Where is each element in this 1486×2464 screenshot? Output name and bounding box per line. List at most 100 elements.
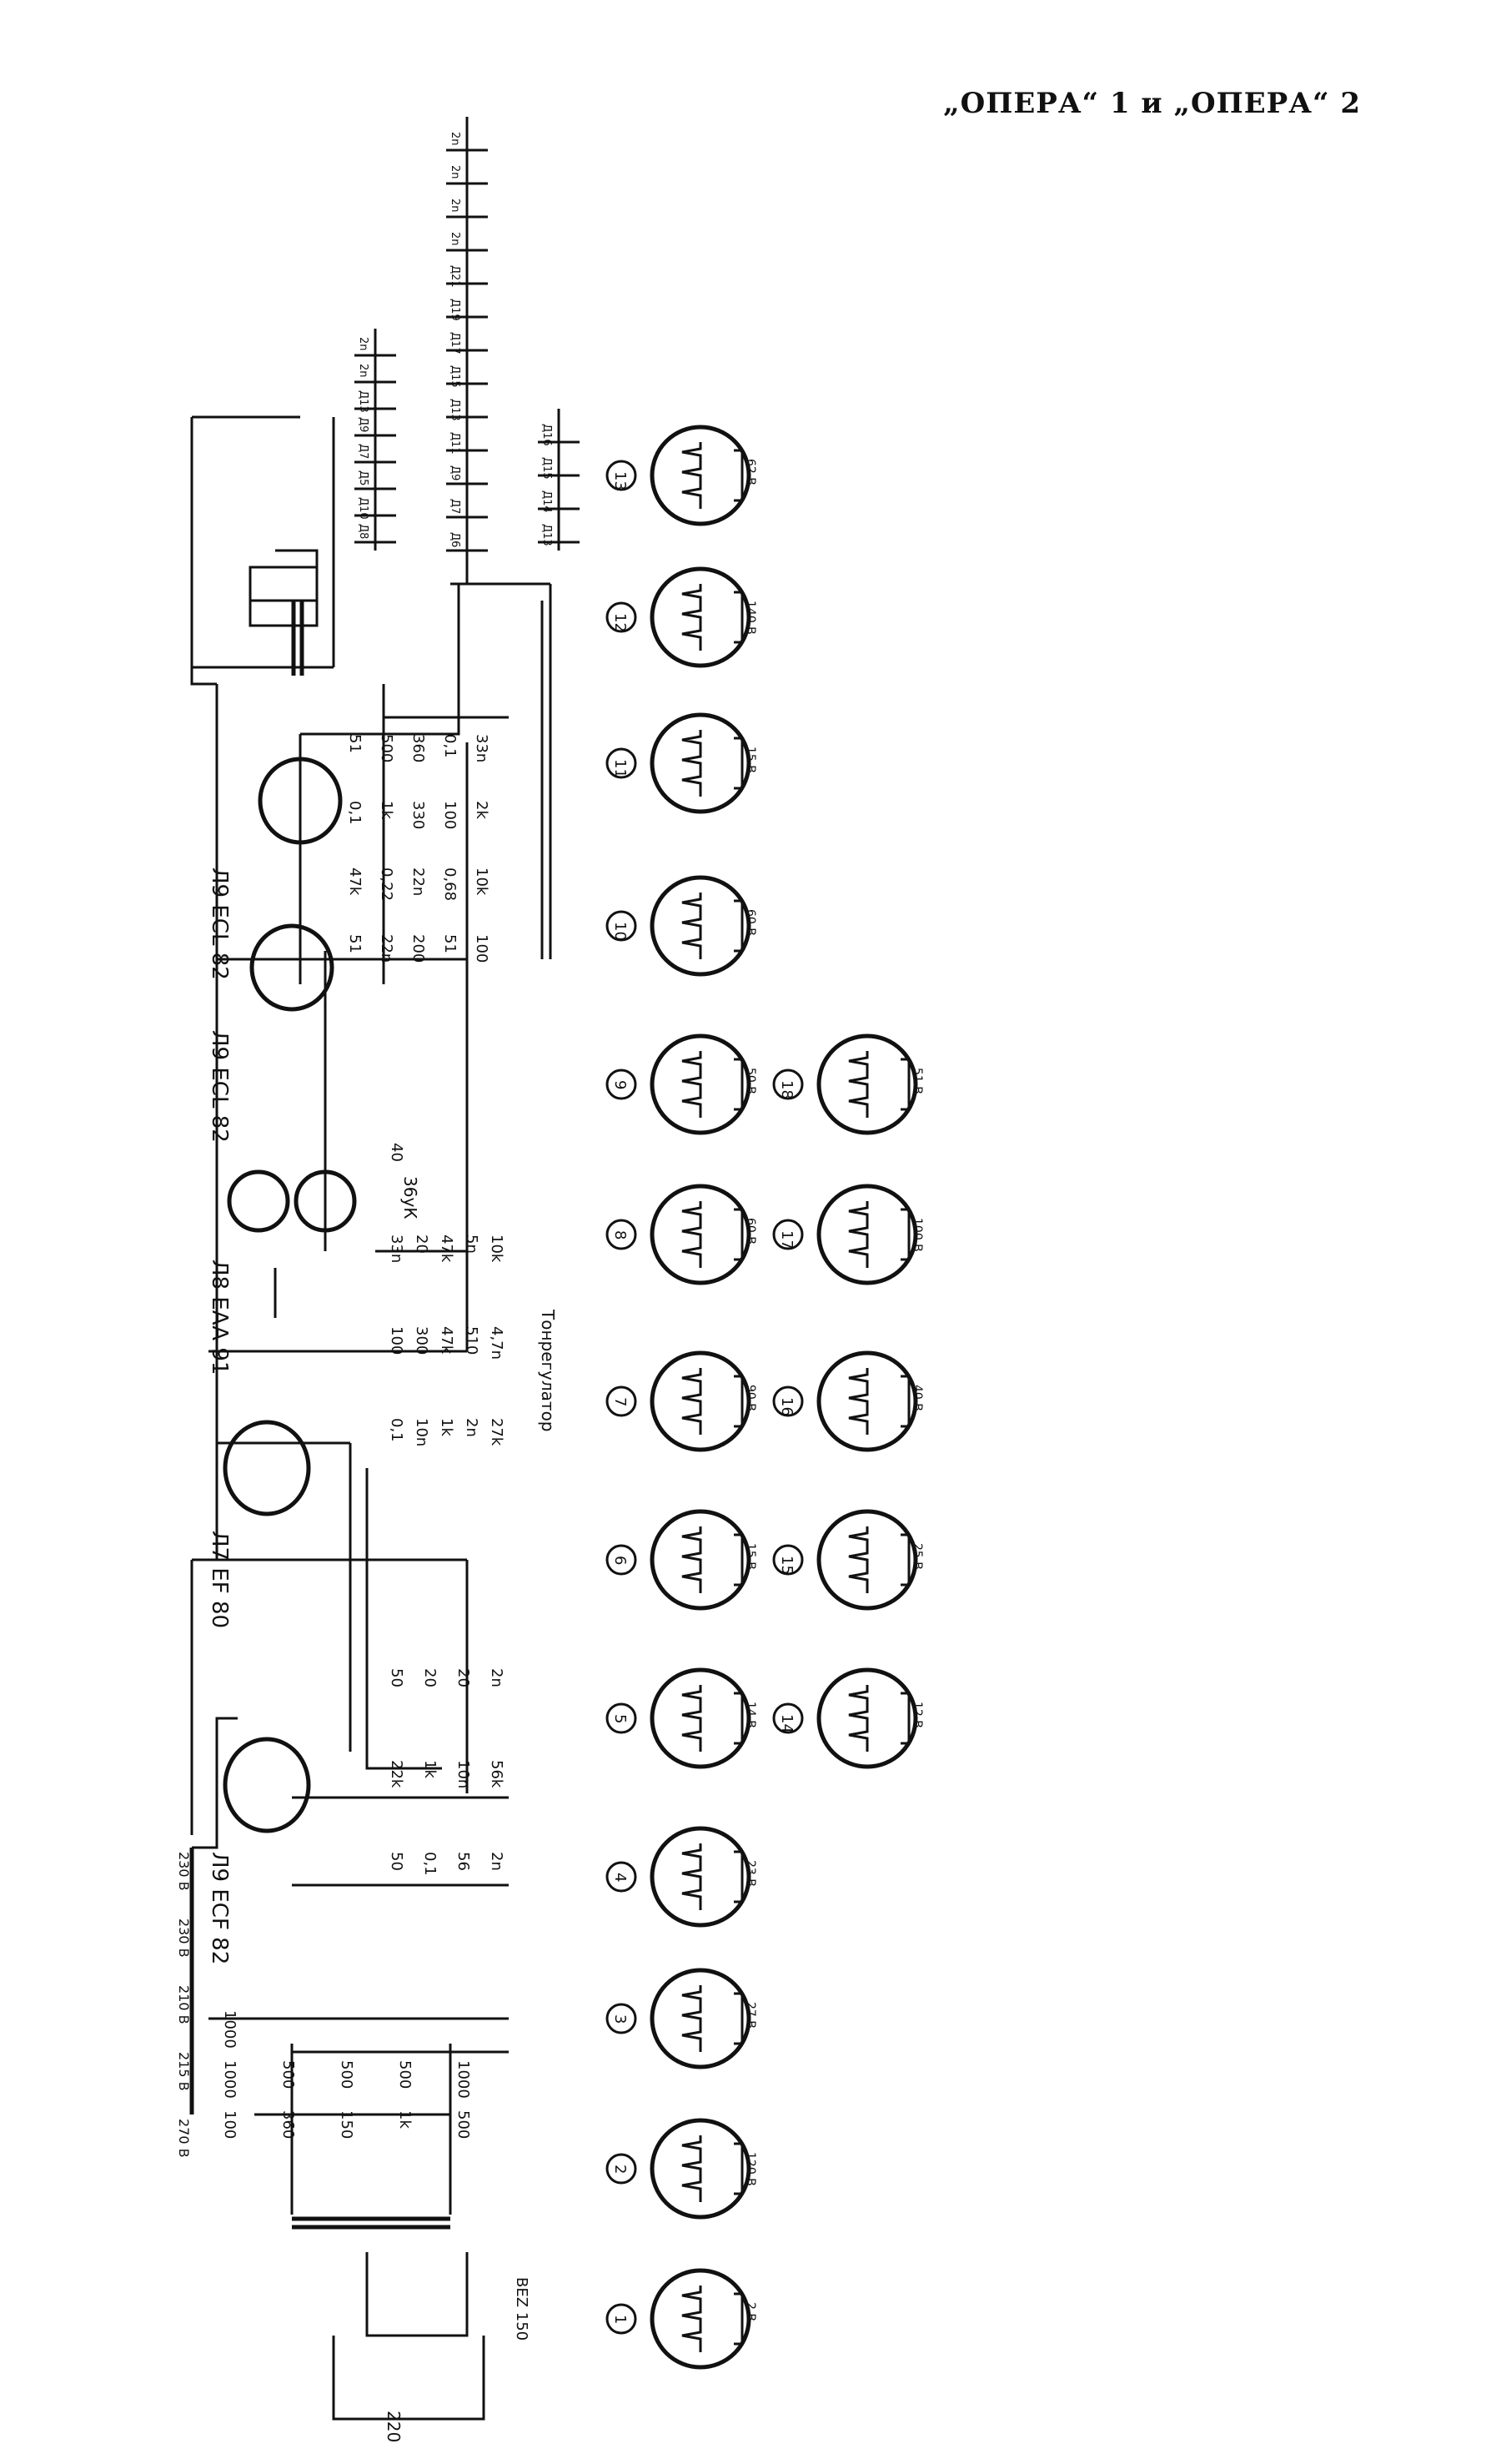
oscillogram-scale: 40 В (911, 1385, 924, 1411)
oscillogram-scale: 50 В (744, 1068, 757, 1094)
oscillogram-frame (650, 566, 751, 668)
oscillogram-number-badge (772, 1544, 804, 1576)
oscillogram-5: 14 В5 (605, 1667, 757, 1769)
oscillogram-9: 50 В 9 (605, 1033, 757, 1135)
trace (681, 1985, 702, 2052)
trace (681, 1685, 702, 1752)
switch-contact-label: Д11 (449, 432, 461, 455)
oscillogram-scale: 60 В (744, 909, 757, 936)
switch-contact-label: Д19 (449, 299, 461, 321)
oscillogram-6: 15 В6 (605, 1509, 757, 1611)
oscillogram-scale: 2 В (744, 2302, 757, 2321)
component-value: 100 (388, 1326, 405, 1355)
component-value: 0,1 (388, 1418, 405, 1442)
switch-contact-label: Д13 (449, 399, 461, 421)
switch-contact-label: Д15 (540, 457, 553, 480)
oscillogram-number-badge (772, 1069, 804, 1100)
switch-contact-label: Д16 (540, 424, 553, 446)
component-value: 360 (409, 734, 427, 762)
oscillogram-frame (650, 712, 751, 814)
oscillogram-4: 23 В 4 (605, 1826, 757, 1928)
oscillogram-number-badge (605, 747, 637, 779)
oscillogram-number: 2 (611, 2165, 629, 2174)
switch-contact-label: Д13 (357, 390, 369, 413)
oscillogram-15: 25 В15 (772, 1509, 924, 1611)
component-value: 1k (421, 1760, 439, 1778)
switch-contact-label: 2n (357, 364, 369, 378)
trace (681, 1201, 702, 1268)
component-value: 10n (413, 1418, 430, 1446)
trace (848, 1685, 869, 1752)
oscillogram-scale: 51 В (911, 1068, 924, 1094)
oscillogram-12: 140 В12 (605, 566, 757, 668)
oscillogram-scale: 23 В (744, 1860, 757, 1887)
wiring (189, 367, 552, 2421)
oscillogram-frame (816, 1350, 918, 1452)
component-value: 4,7n (488, 1326, 505, 1360)
trace (848, 1526, 869, 1593)
switch-contact-label: Д13 (540, 524, 553, 546)
component-value: 47k (438, 1235, 455, 1263)
trace (681, 1843, 702, 1910)
rail-voltage-label: 230 В (176, 1918, 192, 1958)
component-value: 22n (409, 867, 427, 896)
oscillogram-number-badge (772, 1385, 804, 1417)
component-value: 1000 (454, 2060, 472, 2099)
oscillogram-frame (650, 1033, 751, 1135)
oscillogram-number: 4 (611, 1873, 629, 1882)
switch-contact-label: Д15 (449, 365, 461, 388)
component-value: 500 (279, 2060, 297, 2089)
oscillogram-frame (650, 2268, 751, 2370)
rail-voltage-label: 215 В (176, 2052, 192, 2091)
component-value: 100 (221, 2110, 238, 2139)
tube-symbols (223, 757, 357, 1833)
oscillogram-scale: 120 В (744, 2152, 757, 2186)
component-value: 22n (378, 934, 395, 963)
rail-voltage-label: 230 В (176, 1852, 192, 1891)
component-value: 47k (346, 867, 364, 896)
oscillogram-frame (816, 1184, 918, 1285)
oscillogram-frame (650, 2118, 751, 2220)
oscillogram-number: 9 (611, 1080, 629, 1089)
oscillogram-number-badge (605, 2303, 637, 2335)
component-value: 300 (413, 1326, 430, 1355)
rail-voltage-label: 270 В (176, 2119, 192, 2158)
trace (681, 730, 702, 797)
switch-contact-label: 2n (449, 165, 461, 179)
component-value: 50 (388, 1668, 405, 1687)
switch-contact-label: Д21 (449, 265, 461, 288)
oscillogram-number: 18 (778, 1080, 796, 1099)
tube-ecl82-a-label: Л9 ECL 82 (207, 1030, 232, 1143)
oscillogram-17: 100 В17 (772, 1184, 924, 1285)
oscillogram-8: 60 В8 (605, 1184, 757, 1285)
oscillogram-number: 7 (611, 1397, 629, 1406)
oscillogram-number-badge (605, 910, 637, 942)
oscillogram-frame (816, 1509, 918, 1611)
component-value: 51 (346, 734, 364, 753)
switch-contact-label: Д5 (357, 470, 369, 485)
component-value: 0,1 (441, 734, 459, 758)
component-value: 1k (438, 1418, 455, 1436)
oscillogram-number: 5 (611, 1714, 629, 1723)
component-value: 22k (388, 1760, 405, 1788)
component-value: 33n (473, 734, 490, 762)
component-value: 1k (396, 2110, 414, 2129)
volume-label: 36уК (400, 1176, 420, 1219)
page-title: „ОПЕРА“ 1 и „ОПЕРА“ 2 (943, 87, 1361, 120)
oscillogram-number-badge (605, 460, 637, 491)
switch-contact-label: 2n (449, 232, 461, 246)
mains-voltage-label: 220 (384, 2411, 404, 2442)
component-value: 1000 (221, 2060, 238, 2099)
oscillogram-scale: 15 В (744, 747, 757, 773)
component-value: 1k (378, 801, 395, 819)
oscillogram-7: 90 В7 (605, 1350, 757, 1452)
tube-ecf82-label: Л9 ECF 82 (207, 1852, 232, 1964)
oscillogram-18: 51 В 18 (772, 1033, 924, 1135)
component-value: 5n (463, 1235, 480, 1254)
oscillogram-number-badge (605, 2003, 637, 2034)
component-value: 51 (346, 934, 364, 953)
oscillogram-scale: 60 В (744, 1218, 757, 1245)
component-value: 10k (488, 1235, 505, 1263)
